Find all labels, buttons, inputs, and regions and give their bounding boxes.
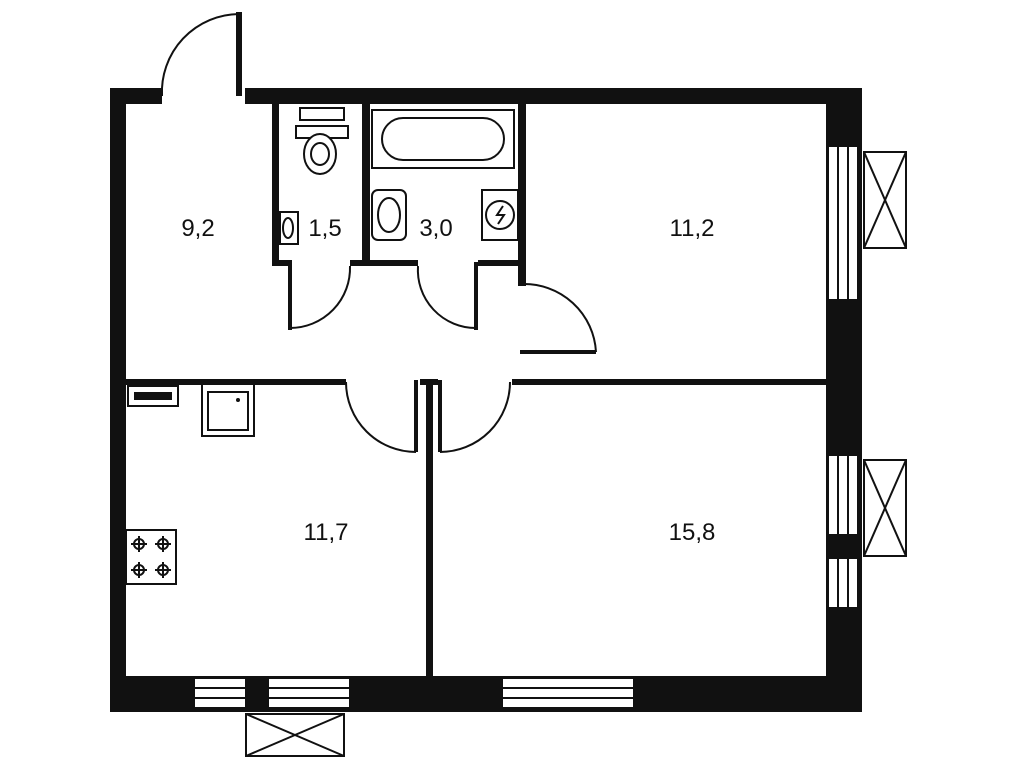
sink-icon bbox=[279, 211, 299, 245]
room-area-living: 15,8 bbox=[669, 519, 716, 546]
balcony-units bbox=[245, 151, 907, 757]
room-area-bathroom: 3,0 bbox=[419, 215, 452, 242]
toilet-icon bbox=[295, 107, 349, 175]
doors bbox=[160, 12, 597, 453]
sink-icon bbox=[371, 189, 407, 241]
kitchen-sink-icon bbox=[201, 383, 255, 437]
room-area-hall: 9,2 bbox=[181, 215, 214, 242]
room-labels: 9,2 1,5 3,0 11,2 11,7 15,8 bbox=[181, 215, 715, 546]
radiator-icon bbox=[127, 385, 179, 407]
stove-icon bbox=[125, 529, 177, 585]
bathtub-icon bbox=[371, 109, 515, 169]
room-area-kitchen: 11,7 bbox=[304, 519, 349, 546]
room-area-toilet: 1,5 bbox=[308, 215, 341, 242]
washing-machine-icon bbox=[481, 189, 519, 241]
fixtures bbox=[125, 107, 519, 585]
windows bbox=[193, 145, 859, 709]
room-area-bedroom: 11,2 bbox=[670, 215, 715, 242]
inner-walls bbox=[126, 104, 826, 676]
